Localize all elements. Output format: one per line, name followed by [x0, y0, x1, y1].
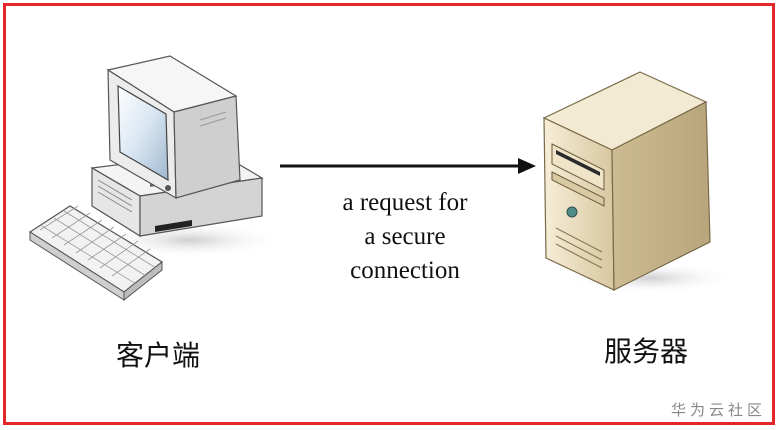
client-label: 客户端: [116, 339, 201, 372]
server-label: 服务器: [604, 335, 689, 368]
message-line-2: a secure: [364, 223, 446, 250]
watermark: 华为云社区: [670, 401, 766, 419]
message-line-3: connection: [350, 257, 460, 284]
tower-server-icon: [542, 71, 735, 294]
desktop-computer-icon: [28, 55, 285, 302]
message-line-1: a request for: [342, 189, 468, 216]
request-arrow: [280, 158, 536, 174]
